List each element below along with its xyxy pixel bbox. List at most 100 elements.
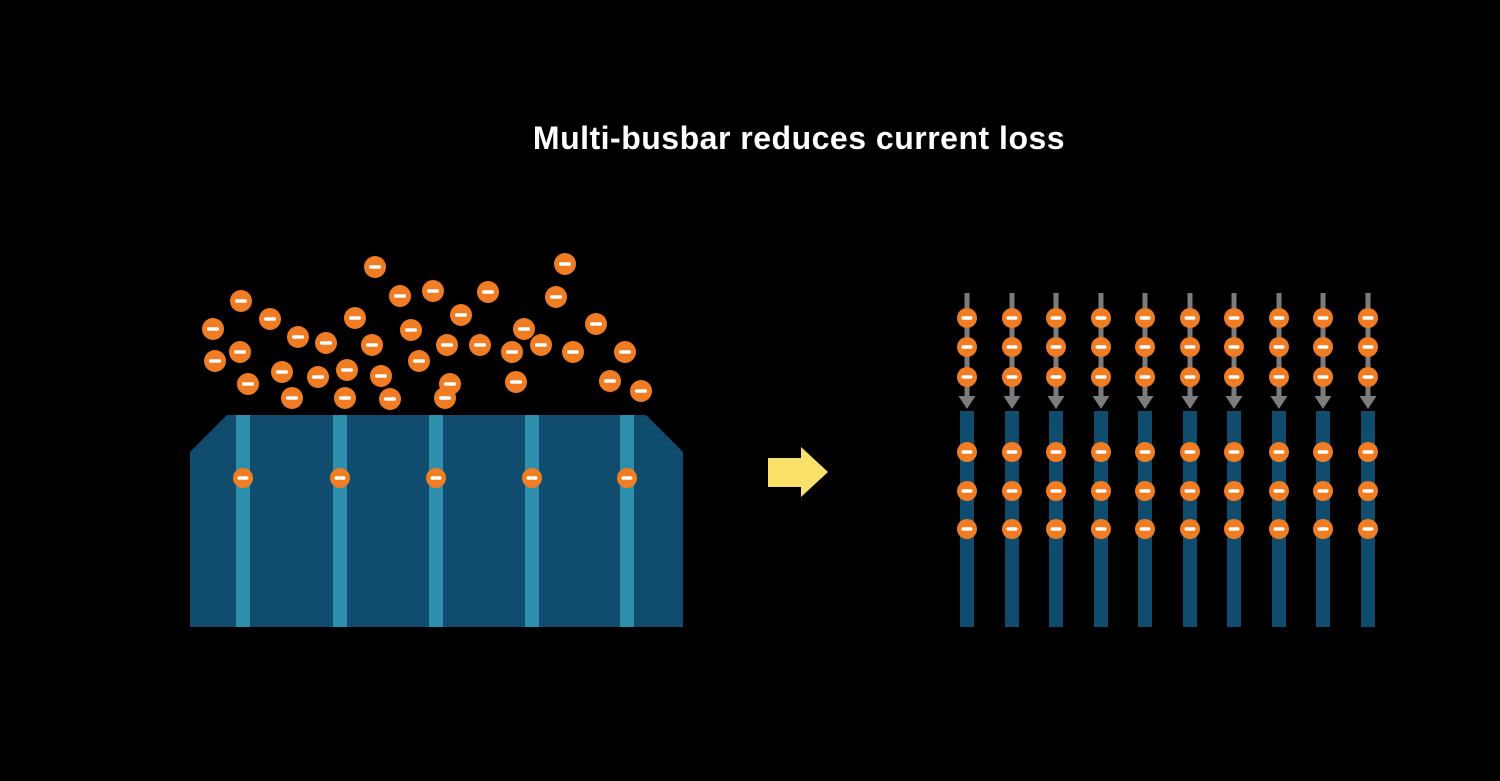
- electron-icon: [957, 519, 977, 539]
- electron-icon: [408, 350, 430, 372]
- electron-icon: [229, 341, 251, 363]
- electron-icon: [1046, 481, 1066, 501]
- electron-icon: [1269, 442, 1289, 462]
- electron-icon: [1180, 308, 1200, 328]
- electron-icon: [1046, 367, 1066, 387]
- electron-icon: [1358, 442, 1378, 462]
- electron-icon: [364, 256, 386, 278]
- right-arrow-icon: [768, 447, 828, 497]
- electron-icon: [426, 468, 446, 488]
- electron-icon: [1313, 519, 1333, 539]
- electron-icon: [334, 387, 356, 409]
- electron-icon: [630, 380, 652, 402]
- busbar-stripe: [525, 415, 539, 627]
- electron-icon: [237, 373, 259, 395]
- electron-icon: [1269, 337, 1289, 357]
- busbar-stripe: [429, 415, 443, 627]
- electron-icon: [477, 281, 499, 303]
- electron-icon: [1224, 367, 1244, 387]
- electron-icon: [1313, 337, 1333, 357]
- electron-icon: [1358, 308, 1378, 328]
- electron-icon: [1046, 442, 1066, 462]
- electron-icon: [202, 318, 224, 340]
- flow-arrow-head-icon: [1181, 396, 1199, 409]
- electron-icon: [501, 341, 523, 363]
- electron-icon: [389, 285, 411, 307]
- electron-icon: [434, 387, 456, 409]
- electron-icon: [1180, 481, 1200, 501]
- busbar-stripe: [333, 415, 347, 627]
- flow-arrow-head-icon: [1003, 396, 1021, 409]
- flow-arrow-head-icon: [1314, 396, 1332, 409]
- electron-icon: [513, 318, 535, 340]
- electron-icon: [1269, 308, 1289, 328]
- electron-icon: [562, 341, 584, 363]
- electron-icon: [1269, 481, 1289, 501]
- electron-icon: [1002, 367, 1022, 387]
- electron-icon: [1091, 481, 1111, 501]
- mbb-column: [1091, 293, 1111, 627]
- electron-icon: [1046, 337, 1066, 357]
- electron-icon: [1313, 308, 1333, 328]
- electron-icon: [1313, 367, 1333, 387]
- electron-icon: [450, 304, 472, 326]
- electron-icon: [1002, 442, 1022, 462]
- electron-icon: [379, 388, 401, 410]
- busbar-stripes: [236, 415, 634, 627]
- flow-arrow-head-icon: [1359, 396, 1377, 409]
- electron-icon: [1224, 337, 1244, 357]
- electron-icon: [1224, 519, 1244, 539]
- electron-icon: [1046, 519, 1066, 539]
- electron-icon: [1135, 442, 1155, 462]
- mbb-column: [1313, 293, 1333, 627]
- electron-icon: [957, 481, 977, 501]
- electron-icon: [1224, 442, 1244, 462]
- electron-icon: [1002, 519, 1022, 539]
- electron-icon: [1091, 337, 1111, 357]
- electron-icon: [957, 367, 977, 387]
- electron-icon: [1180, 367, 1200, 387]
- electron-icon: [204, 350, 226, 372]
- mbb-column: [1046, 293, 1066, 627]
- electron-icon: [1224, 308, 1244, 328]
- electron-icon: [336, 359, 358, 381]
- electron-icon: [1046, 308, 1066, 328]
- electron-icon: [330, 468, 350, 488]
- electron-icon: [1358, 337, 1378, 357]
- mbb-column: [1224, 293, 1244, 627]
- electron-icon: [400, 319, 422, 341]
- electron-icon: [1224, 481, 1244, 501]
- mbb-column: [1358, 293, 1378, 627]
- electron-icon: [957, 308, 977, 328]
- electron-icon: [1358, 519, 1378, 539]
- busbar-stripe: [236, 415, 250, 627]
- electron-icon: [315, 332, 337, 354]
- electron-icon: [370, 365, 392, 387]
- electron-icon: [1135, 519, 1155, 539]
- electron-icon: [1358, 481, 1378, 501]
- electron-icon: [1091, 367, 1111, 387]
- electron-icon: [1313, 442, 1333, 462]
- electron-icon: [1269, 519, 1289, 539]
- electron-icon: [957, 442, 977, 462]
- electron-icon: [617, 468, 637, 488]
- electron-icon: [1002, 481, 1022, 501]
- flow-arrow-head-icon: [1047, 396, 1065, 409]
- electron-icon: [1135, 308, 1155, 328]
- left-cell-diagram: [190, 253, 683, 627]
- electron-icon: [271, 361, 293, 383]
- electron-icon: [1313, 481, 1333, 501]
- electron-icon: [1269, 367, 1289, 387]
- electron-icon: [230, 290, 252, 312]
- flow-arrow-head-icon: [1136, 396, 1154, 409]
- electron-icon: [957, 337, 977, 357]
- electron-icon: [522, 468, 542, 488]
- right-mbb-diagram: [957, 293, 1378, 627]
- mbb-column: [1135, 293, 1155, 627]
- electron-icon: [1091, 308, 1111, 328]
- electron-icon: [259, 308, 281, 330]
- mbb-column: [957, 293, 977, 627]
- electron-icon: [1358, 367, 1378, 387]
